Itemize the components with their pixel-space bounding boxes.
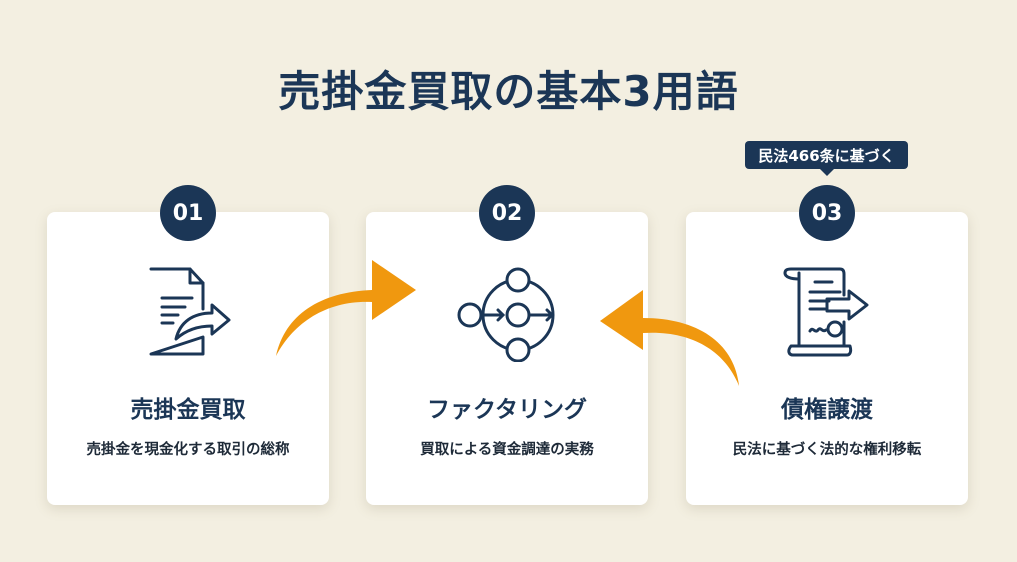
card-subtitle: 売掛金を現金化する取引の総称	[86, 442, 290, 458]
card-title: 売掛金買取	[130, 397, 246, 423]
step-badge: 02	[479, 185, 535, 241]
card-urikakekin-kaitori: 01 売掛金買取 売掛金を現金化する取引の総称	[47, 185, 329, 505]
card-title: 債権譲渡	[781, 397, 873, 423]
card-title: ファクタリング	[426, 397, 588, 423]
card-subtitle: 民法に基づく法的な権利移転	[732, 442, 922, 458]
step-badge: 03	[799, 185, 855, 241]
card-saiken-joto: 03 債権譲渡 民法に基づく法的な権利移転	[686, 185, 968, 505]
arrow-left-icon	[600, 290, 739, 386]
step-badge: 01	[160, 185, 216, 241]
legal-basis-tooltip: 民法466条に基づく	[745, 141, 908, 176]
contract-transfer-icon	[783, 267, 869, 357]
card-factoring: 02 ファクタリング 買取による資金調達の実務	[366, 185, 648, 505]
document-transfer-icon	[149, 267, 231, 356]
network-flow-icon	[457, 267, 555, 362]
page-title: 売掛金買取の基本3用語	[278, 67, 739, 116]
card-subtitle: 買取による資金調達の実務	[420, 442, 594, 458]
arrow-right-icon	[276, 260, 416, 356]
